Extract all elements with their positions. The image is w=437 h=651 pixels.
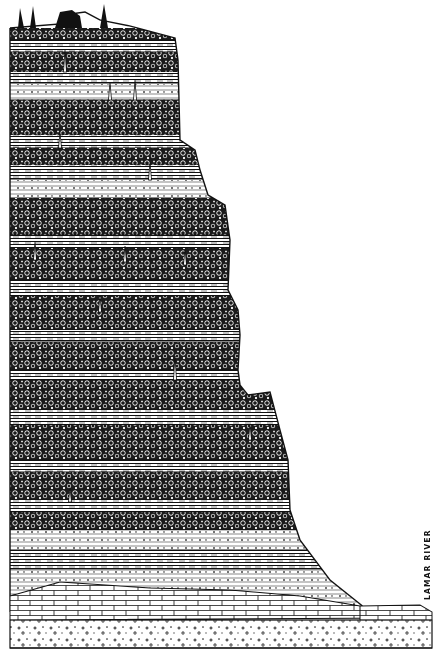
stratum-band bbox=[0, 280, 437, 296]
stratum-band bbox=[0, 380, 437, 410]
stratum-band bbox=[0, 330, 437, 342]
stratum-band bbox=[0, 40, 437, 52]
stratum-band bbox=[0, 248, 437, 280]
stratum-band bbox=[0, 84, 437, 100]
stratum-band bbox=[0, 165, 437, 180]
summit-crag bbox=[18, 4, 108, 28]
stratum-band bbox=[0, 550, 437, 570]
stratum-band bbox=[0, 235, 437, 248]
stratum-band bbox=[0, 460, 437, 472]
stratum-band bbox=[0, 472, 437, 500]
stratum-band bbox=[0, 100, 437, 135]
stratum-band bbox=[0, 180, 437, 198]
stratum-band bbox=[0, 72, 437, 84]
stratum-band bbox=[0, 135, 437, 148]
stratum-band bbox=[0, 148, 437, 165]
river-flat bbox=[360, 605, 432, 620]
stratum-band bbox=[0, 530, 437, 550]
stratum-band bbox=[0, 500, 437, 512]
cliff-face bbox=[0, 28, 437, 612]
river-label: LAMAR RIVER bbox=[423, 529, 432, 600]
stratum-band bbox=[0, 370, 437, 380]
gravel-floor bbox=[10, 620, 432, 648]
stratum-band bbox=[0, 410, 437, 425]
stratum-band bbox=[0, 425, 437, 460]
stratum-band bbox=[0, 296, 437, 330]
stratum-band bbox=[0, 198, 437, 235]
stratum-band bbox=[0, 28, 437, 40]
stratum-band bbox=[0, 512, 437, 530]
stratum-band bbox=[0, 342, 437, 370]
